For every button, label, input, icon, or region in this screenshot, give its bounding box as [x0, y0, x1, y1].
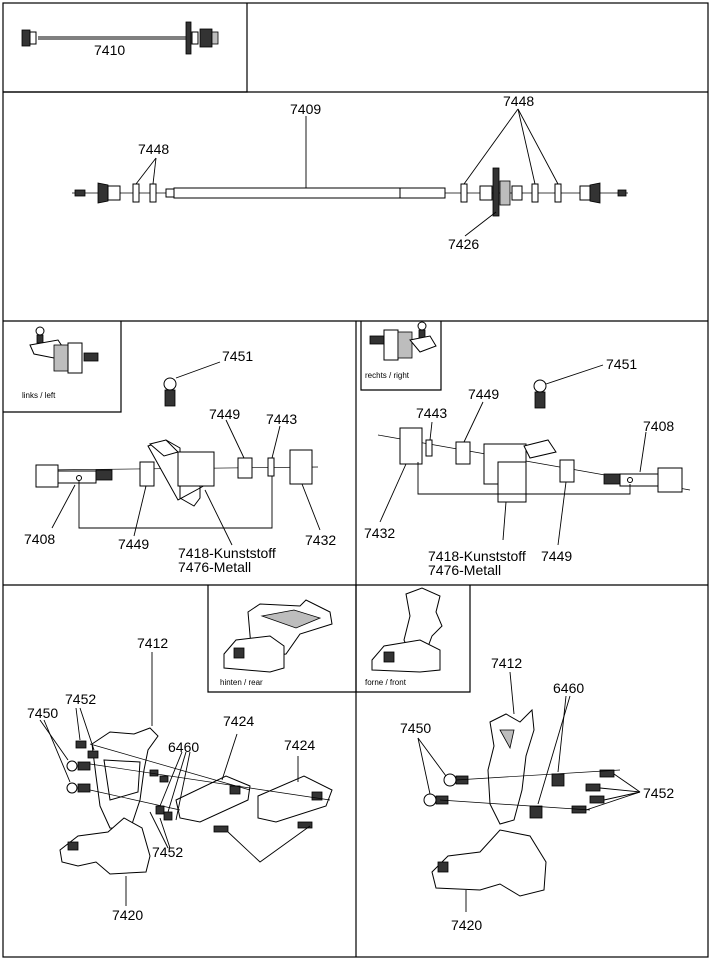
label-6460-rear: 6460 [168, 739, 199, 755]
label-7452-front: 7452 [643, 785, 674, 801]
label-7452-rear-top: 7452 [65, 691, 96, 707]
label-7450-rear: 7450 [27, 705, 58, 721]
label-7424-a: 7424 [223, 713, 254, 729]
inset-7410: 7410 [21, 21, 219, 58]
label-7432-left: 7432 [305, 532, 336, 548]
label-7443-left: 7443 [266, 411, 297, 427]
label-7450-front: 7450 [400, 720, 431, 736]
caption-rear: hinten / rear [220, 678, 263, 687]
front-assembly: 7412 6460 7450 7452 7420 [400, 655, 674, 933]
label-7412-rear: 7412 [137, 635, 168, 651]
label-7408-left: 7408 [24, 531, 55, 547]
shaft-assembly: 7409 7448 7448 7426 [72, 93, 628, 252]
label-7408-right: 7408 [643, 418, 674, 434]
right-hub-inset: rechts / right [365, 321, 437, 380]
label-7451-right: 7451 [606, 356, 637, 372]
caption-front: forne / front [365, 678, 407, 687]
rear-assembly: 7412 7452 7450 6460 7424 7424 7452 7420 [27, 635, 333, 923]
label-7476-left: 7476-Metall [178, 559, 251, 575]
label-7448-left: 7448 [138, 141, 169, 157]
right-hub-assembly: 7451 7449 7443 7408 7432 7418-Kunststoff… [364, 356, 691, 578]
label-7451-left: 7451 [222, 348, 253, 364]
label-7418-left: 7418-Kunststoff [178, 545, 276, 561]
label-7443-right: 7443 [416, 405, 447, 421]
left-hub-assembly: 7451 7449 7443 7408 7449 7418-Kunststoff… [24, 348, 336, 575]
label-6460-front: 6460 [553, 680, 584, 696]
label-7418-right: 7418-Kunststoff [428, 548, 526, 564]
label-7424-b: 7424 [284, 737, 315, 753]
label-7432-right: 7432 [364, 525, 395, 541]
caption-right: rechts / right [365, 371, 410, 380]
caption-left: links / left [22, 391, 56, 400]
inset-front: forne / front [365, 587, 443, 687]
label-7449-bottom-left: 7449 [118, 536, 149, 552]
label-7449-top-left: 7449 [209, 406, 240, 422]
label-7476-right: 7476-Metall [428, 562, 501, 578]
label-7449-bottom-right: 7449 [541, 548, 572, 564]
label-7409: 7409 [290, 101, 321, 117]
label-7420-front: 7420 [451, 917, 482, 933]
label-7410: 7410 [94, 42, 125, 58]
label-7452-rear-bottom: 7452 [152, 844, 183, 860]
label-7412-front: 7412 [491, 655, 522, 671]
inset-rear: hinten / rear [220, 599, 333, 687]
label-7420-rear: 7420 [112, 907, 143, 923]
label-7449-top-right: 7449 [468, 386, 499, 402]
label-7426: 7426 [448, 236, 479, 252]
left-hub-inset: links / left [22, 326, 99, 400]
label-7448-right: 7448 [503, 93, 534, 109]
